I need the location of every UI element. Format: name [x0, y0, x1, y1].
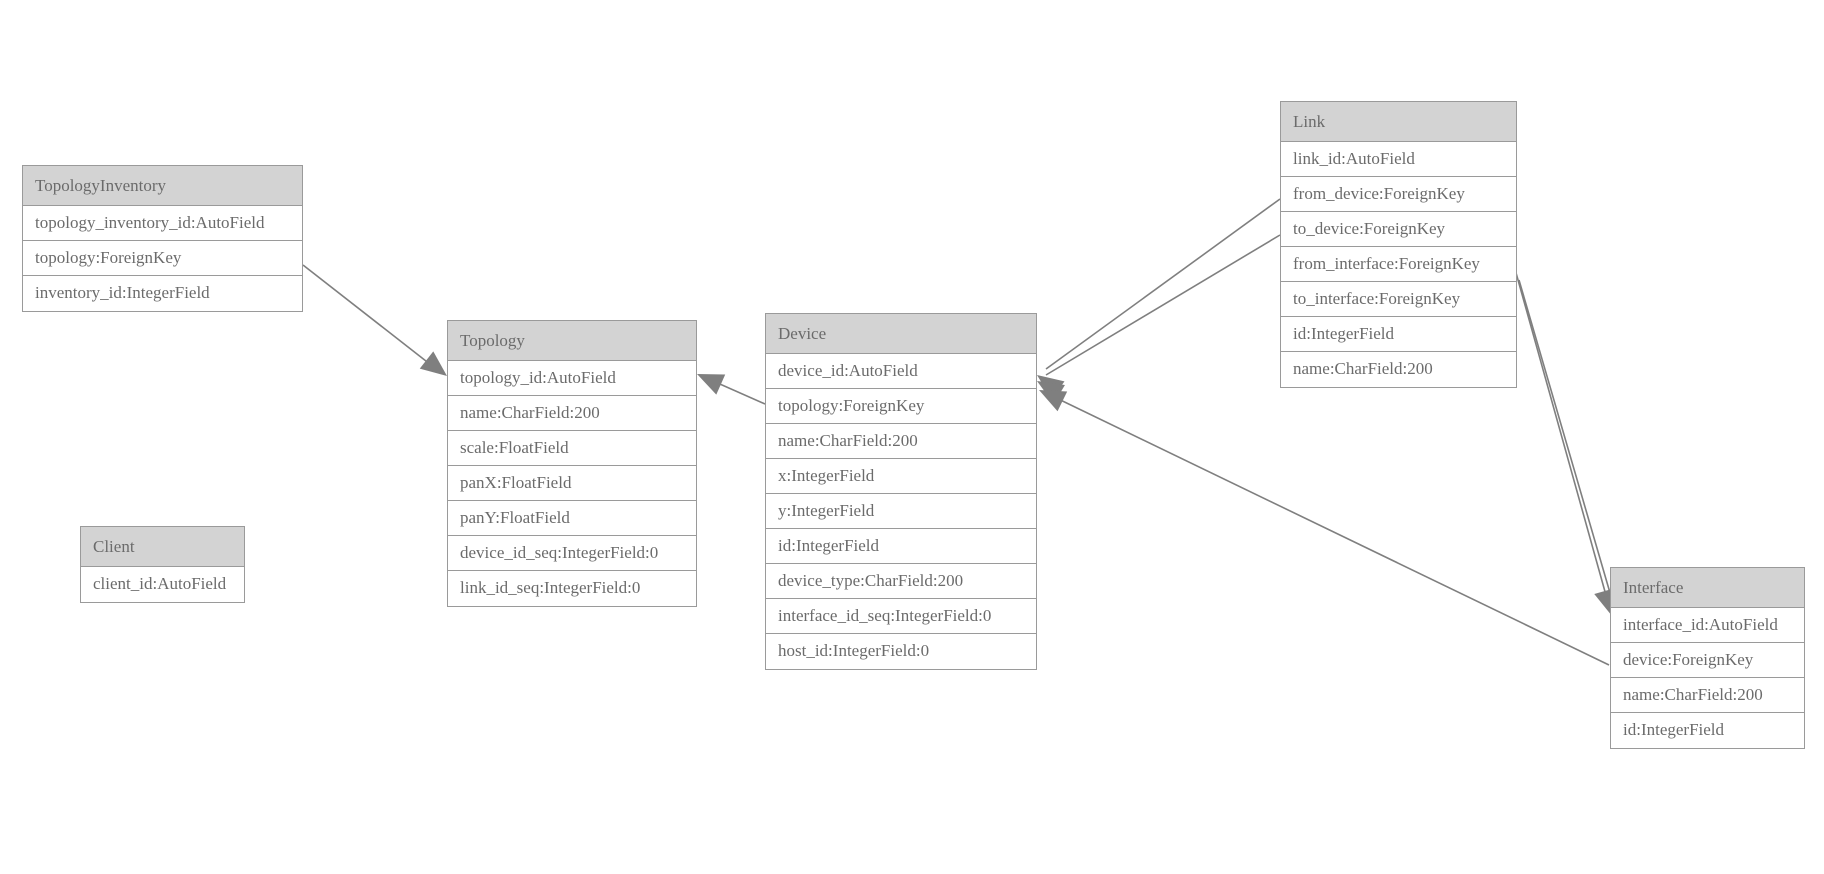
entity-title-client: Client [81, 527, 244, 567]
relation-rel-device-topology [697, 374, 766, 405]
entity-field: host_id:IntegerField:0 [778, 641, 930, 660]
entity-field: name:CharField:200 [1611, 678, 1804, 713]
relation-rel-topologyinventory-topology [302, 264, 447, 376]
relation-line [1045, 198, 1281, 370]
entity-field: panX:FloatField [448, 466, 696, 501]
relation-line [302, 264, 441, 373]
relation-rel-link-from-interface [1512, 261, 1616, 616]
entity-field: panY:FloatField [448, 501, 696, 536]
entity-field: to_device:ForeignKey [1281, 212, 1516, 247]
entity-field: name:CharField:200 [766, 424, 1036, 459]
relation-line [1512, 261, 1610, 607]
entity-field: device_id_seq:IntegerField:0 [448, 536, 696, 571]
relation-arrowhead [697, 374, 726, 395]
entity-field: interface_id:AutoField [1611, 608, 1804, 643]
entity-title-device: Device [766, 314, 1036, 354]
relation-line [1045, 234, 1281, 376]
entity-title-link: Link [1281, 102, 1516, 142]
entity-field: topology_id:AutoField [448, 361, 696, 396]
entity-field: inventory_id:IntegerField [35, 283, 210, 302]
entity-field: from_interface:ForeignKey [1281, 247, 1516, 282]
entity-field-list-client: client_id:AutoField [81, 567, 244, 602]
entity-field: client_id:AutoField [93, 574, 227, 593]
relation-rel-link-from-device [1037, 198, 1281, 400]
entity-title-interface: Interface [1611, 568, 1804, 608]
entity-field: name:CharField:200 [1293, 359, 1433, 378]
entity-field: id:IntegerField [1623, 720, 1725, 739]
entity-field: x:IntegerField [766, 459, 1036, 494]
entity-field: topology_inventory_id:AutoField [23, 206, 302, 241]
entity-field: from_device:ForeignKey [1281, 177, 1516, 212]
entity-field: scale:FloatField [448, 431, 696, 466]
entity-field: topology:ForeignKey [766, 389, 1036, 424]
entity-field: interface_id_seq:IntegerField:0 [766, 599, 1036, 634]
relation-line [703, 376, 766, 405]
entity-field: id:IntegerField [1281, 317, 1516, 352]
entity-field: y:IntegerField [766, 494, 1036, 529]
entity-field: device_type:CharField:200 [766, 564, 1036, 599]
relation-line [1047, 393, 1610, 666]
entity-field: topology:ForeignKey [23, 241, 302, 276]
relation-line [1518, 279, 1616, 611]
entity-field: name:CharField:200 [448, 396, 696, 431]
entity-field: link_id:AutoField [1281, 142, 1516, 177]
entity-title-topology_inventory: TopologyInventory [23, 166, 302, 206]
entity-field: to_interface:ForeignKey [1281, 282, 1516, 317]
entity-field: device_id:AutoField [766, 354, 1036, 389]
relation-rel-link-to-device [1037, 234, 1281, 404]
entity-box-client[interactable]: Client client_id:AutoField [80, 526, 245, 603]
relation-rel-interface-device [1039, 390, 1610, 666]
relation-arrowhead [1039, 390, 1068, 412]
entity-field: id:IntegerField [766, 529, 1036, 564]
entity-field: link_id_seq:IntegerField:0 [460, 578, 641, 597]
entity-title-topology: Topology [448, 321, 696, 361]
entity-field: device:ForeignKey [1611, 643, 1804, 678]
